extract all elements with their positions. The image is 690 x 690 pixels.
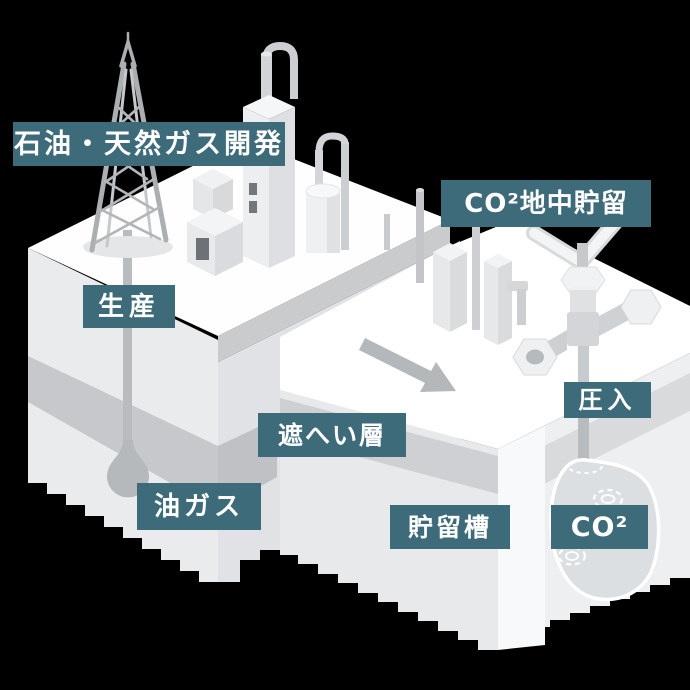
surface-pillar (484, 254, 512, 345)
pillar-right (498, 261, 512, 345)
tank-shade (327, 191, 340, 253)
label-oil-gas-development: 石油・天然ガス開発 (13, 122, 285, 166)
ripple-ring (565, 551, 579, 561)
surface-thin-pipe (472, 223, 480, 330)
plant-building (187, 208, 243, 276)
label-injection: 圧入 (564, 382, 651, 418)
surface-thin-pipe-tall (416, 188, 424, 283)
valve-top-pipe (577, 243, 588, 273)
tower-window (249, 201, 257, 213)
plume-entry-dashes (567, 458, 603, 474)
label-co2-underground-storage: CO²地中貯留 (441, 180, 651, 227)
flange-hole (526, 349, 544, 365)
flow-arrow (359, 338, 456, 392)
tank-top (305, 183, 341, 199)
flare-chimney (261, 54, 272, 99)
pillar-left (484, 261, 498, 345)
label-reservoir: 貯留槽 (390, 505, 510, 549)
production-well-pipe-top (123, 230, 132, 287)
pipe-stem (517, 289, 526, 325)
thin-pipe (416, 190, 424, 283)
derrick-crown (119, 35, 137, 68)
building-door (196, 238, 209, 260)
label-production: 生産 (83, 285, 175, 328)
production-well-pipe (123, 327, 132, 449)
ripple-ring (557, 546, 587, 566)
wellhead-lower-pipe (578, 344, 589, 410)
valve-hex-flange-right (620, 289, 662, 325)
derrick-base (83, 236, 173, 258)
injection-well-pipe-underground (578, 408, 589, 466)
thin-pipe (472, 225, 480, 330)
surface-pillar (433, 243, 467, 332)
rack-pipe-bend (315, 132, 349, 153)
ripple-ring (600, 494, 616, 504)
building-right (215, 222, 243, 276)
plant-building-back (193, 169, 233, 219)
building-right (213, 179, 233, 219)
valve-arm-right (599, 300, 629, 336)
building-left (193, 179, 213, 219)
reservoir-corner-band (498, 426, 545, 650)
periscope-pipe (506, 281, 528, 325)
chimney-top (261, 51, 272, 57)
label-oil-gas: 油ガス (137, 483, 261, 530)
thin-pipe-top (416, 188, 424, 192)
oil-derrick (83, 31, 173, 258)
cliff-edge-band (218, 220, 450, 362)
surface-pipe (384, 214, 390, 250)
pipe-bar (506, 281, 528, 291)
rack-pipe (341, 142, 349, 250)
pillar-left (433, 252, 450, 332)
tower-window (249, 183, 257, 195)
label-co2: CO² (551, 505, 648, 549)
storage-tank (305, 183, 341, 253)
label-caprock: 遮へい層 (258, 413, 406, 457)
valve-body (567, 312, 599, 346)
pillar-right (450, 252, 467, 332)
